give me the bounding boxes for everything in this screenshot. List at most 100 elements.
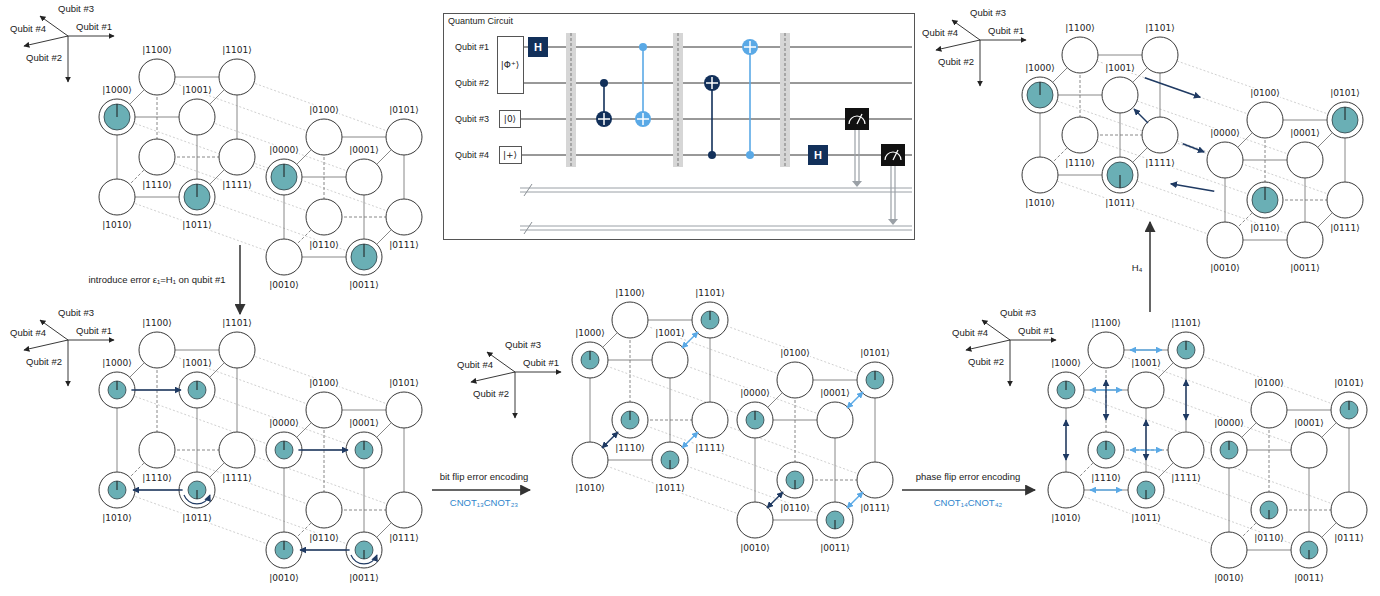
input-state-box: |0⟩ [499, 110, 521, 128]
basis-state-label: |0110⟩ [779, 503, 810, 513]
state-cube-panel [24, 320, 422, 568]
axis-arrow [515, 372, 516, 418]
transition-label: bit flip error encoding [439, 472, 530, 483]
basis-state-label: |1000⟩ [101, 358, 132, 368]
axis-arrow [471, 372, 515, 382]
basis-state-circle [572, 342, 608, 378]
basis-state-label: |0011⟩ [1289, 263, 1320, 273]
basis-state-circle [99, 372, 135, 408]
amplitude-disk [1252, 187, 1278, 213]
amplitude-disk [104, 104, 130, 130]
axis-arrow [1010, 340, 1011, 386]
qubit-wire-label: Qubit #1 [454, 42, 490, 52]
basis-state-circle [306, 199, 342, 235]
basis-state-label: |1010⟩ [574, 483, 605, 493]
amplitude-disk [108, 481, 126, 499]
amplitude-disk [1220, 441, 1238, 459]
amplitude-disk [1177, 341, 1195, 359]
control-dot [708, 151, 716, 159]
axis-label: Qubit #3 [57, 308, 95, 319]
amplitude-disk [786, 471, 804, 489]
target-symbol [635, 111, 651, 127]
axis-arrow [68, 340, 114, 341]
amplitude-disk [1057, 381, 1075, 399]
basis-state-circle [266, 432, 302, 468]
axis-label: Qubit #1 [522, 358, 560, 369]
basis-state-label: |1101⟩ [1170, 318, 1201, 328]
basis-state-label: |1101⟩ [221, 318, 252, 328]
classical-wire [520, 230, 912, 231]
input-state-box: |+⟩ [499, 146, 522, 164]
transition-arrow [902, 489, 1035, 491]
phase-indicator [284, 164, 285, 177]
phase-indicator [1229, 441, 1230, 450]
amplitude-disk [184, 184, 210, 210]
basis-state-circle [1211, 432, 1247, 468]
amplitude-disk [1027, 82, 1053, 108]
phase-indicator [795, 480, 796, 489]
amplitude-disk [188, 481, 206, 499]
amplitude-disk [355, 541, 373, 559]
amplitude-disk [1300, 541, 1318, 559]
phase-indicator [1265, 187, 1266, 200]
axis-arrow [68, 340, 69, 386]
basis-state-label: |0101⟩ [1329, 88, 1360, 98]
axis-arrow [980, 40, 1026, 41]
basis-state-label: |1111⟩ [221, 180, 252, 190]
gate-label: |+⟩ [503, 150, 517, 160]
basis-state-circle [1211, 532, 1247, 568]
classical-wire [520, 188, 912, 189]
axis-arrow [24, 36, 68, 46]
basis-state-circle [1207, 222, 1243, 258]
amplitude-disk [1097, 441, 1115, 459]
basis-state-label: |0101⟩ [388, 105, 419, 115]
basis-state-label: |1001⟩ [1104, 63, 1135, 73]
measurement-feed [858, 130, 859, 182]
basis-state-circle [1331, 492, 1367, 528]
axis-arrow [68, 36, 69, 82]
basis-state-circle [386, 492, 422, 528]
basis-state-circle [1062, 117, 1098, 153]
barrier-line [678, 33, 679, 167]
basis-state-circle [179, 179, 215, 215]
basis-state-circle [1088, 432, 1124, 468]
basis-state-label: |1001⟩ [181, 85, 212, 95]
basis-state-circle [219, 139, 255, 175]
amplitude-disk [1137, 481, 1155, 499]
phase-indicator [364, 244, 365, 257]
gate-label: H [814, 149, 822, 161]
barrier [673, 33, 683, 167]
state-cube-panel [24, 16, 422, 275]
transition-label: phase flip error encoding [915, 472, 1022, 483]
axis-arrow [68, 36, 114, 37]
basis-state-label: |1111⟩ [221, 473, 252, 483]
amplitude-disk [351, 244, 377, 270]
basis-state-circle [139, 332, 175, 368]
control-dot [746, 151, 754, 159]
basis-state-label: |1100⟩ [614, 288, 645, 298]
transfer-arrow [1171, 184, 1215, 192]
register-slash [524, 184, 532, 196]
amplitude-disk [355, 441, 373, 459]
basis-state-circle [179, 472, 215, 508]
basis-state-label: |1011⟩ [654, 483, 685, 493]
basis-state-label: |1110⟩ [141, 180, 172, 190]
basis-state-label: |1011⟩ [1130, 513, 1161, 523]
basis-state-label: |1000⟩ [101, 85, 132, 95]
transfer-arrow [131, 389, 181, 390]
basis-state-label: |0111⟩ [1329, 223, 1360, 233]
transfer-arrow [1183, 144, 1204, 152]
measurement-box [881, 144, 905, 166]
axis-arrow [936, 40, 980, 50]
phase-indicator [117, 481, 118, 490]
basis-state-label: |0110⟩ [308, 533, 339, 543]
axis-label: Qubit #4 [456, 360, 494, 371]
amplitude-disk [661, 451, 679, 469]
basis-state-circle [1102, 157, 1138, 193]
phase-indicator [284, 541, 285, 550]
state-cube-panel [471, 302, 893, 538]
state-cube-panel [966, 320, 1367, 568]
axis-label: Qubit #3 [969, 8, 1007, 19]
basis-state-label: |0101⟩ [388, 378, 419, 388]
barrier-line [571, 33, 572, 167]
